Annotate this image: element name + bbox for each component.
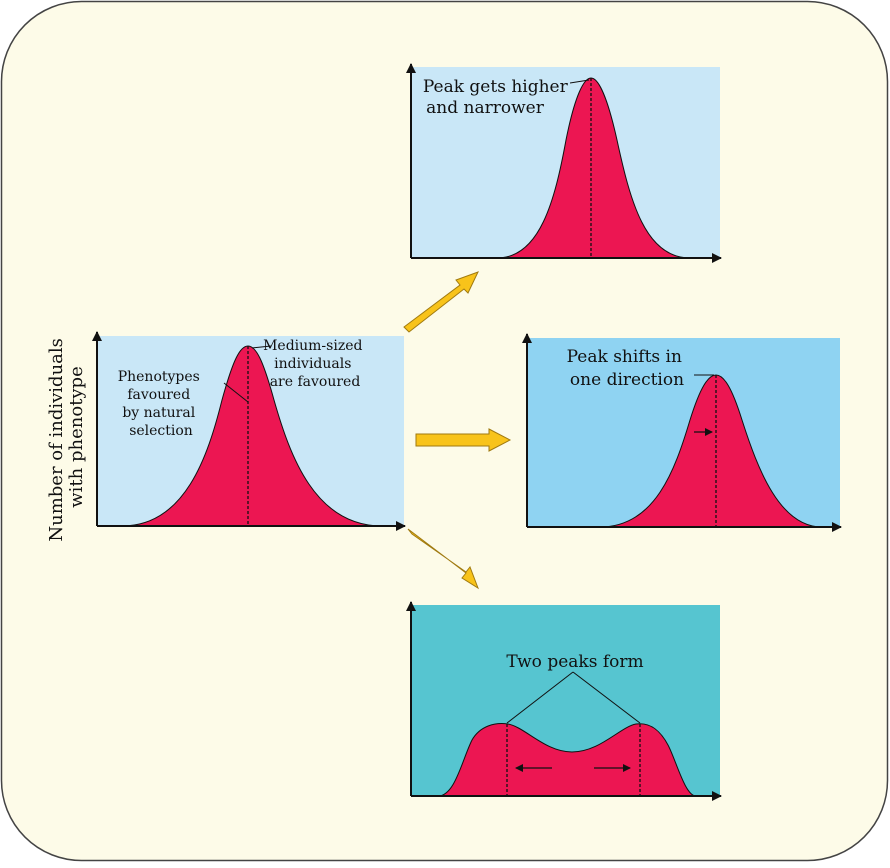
- stabilizing-label-line: Peak gets higher: [423, 77, 569, 97]
- original-distribution-panel: Phenotypes favoured by natural selection…: [92, 331, 406, 531]
- y-axis-label: Number of individuals with phenotype: [46, 332, 87, 541]
- y-axis-label-line1: Number of individuals: [46, 338, 67, 542]
- disruptive-label: Two peaks form: [506, 652, 643, 672]
- stabilizing-pointer: [569, 79, 590, 84]
- directional-selection-panel: Peak shifts in one direction: [522, 333, 842, 532]
- disruptive-pointer-right: [572, 671, 641, 724]
- original-right-pointer: [251, 345, 272, 349]
- directional-label: Peak shifts in one direction: [567, 347, 688, 390]
- original-left-label-line: favoured: [127, 387, 190, 403]
- disruptive-pointer-left: [506, 671, 574, 724]
- y-axis-label-line2: with phenotype: [66, 366, 87, 508]
- directional-label-line: Peak shifts in: [567, 347, 682, 367]
- original-right-label: Medium-sized individuals are favoured: [263, 338, 367, 390]
- arrow-to-stabilizing: [403, 271, 479, 333]
- disruptive-selection-panel: Two peaks form: [406, 601, 722, 801]
- stabilizing-label-line: and narrower: [426, 98, 545, 118]
- original-left-label-line: by natural: [122, 405, 195, 421]
- original-left-label-line: selection: [129, 423, 193, 439]
- directional-label-line: one direction: [570, 370, 684, 390]
- stabilizing-label: Peak gets higher and narrower: [423, 77, 573, 118]
- original-right-label-line: individuals: [274, 356, 351, 372]
- original-left-label-line: Phenotypes: [118, 369, 200, 385]
- original-right-label-line: are favoured: [270, 374, 361, 390]
- arrow-to-directional: [415, 428, 512, 452]
- original-left-label: Phenotypes favoured by natural selection: [118, 369, 205, 439]
- arrow-to-disruptive: [407, 528, 479, 590]
- original-left-pointer: [223, 382, 249, 403]
- original-right-label-line: Medium-sized: [263, 338, 362, 354]
- disruptive-curve: [437, 723, 697, 797]
- stabilizing-selection-panel: Peak gets higher and narrower: [406, 63, 722, 263]
